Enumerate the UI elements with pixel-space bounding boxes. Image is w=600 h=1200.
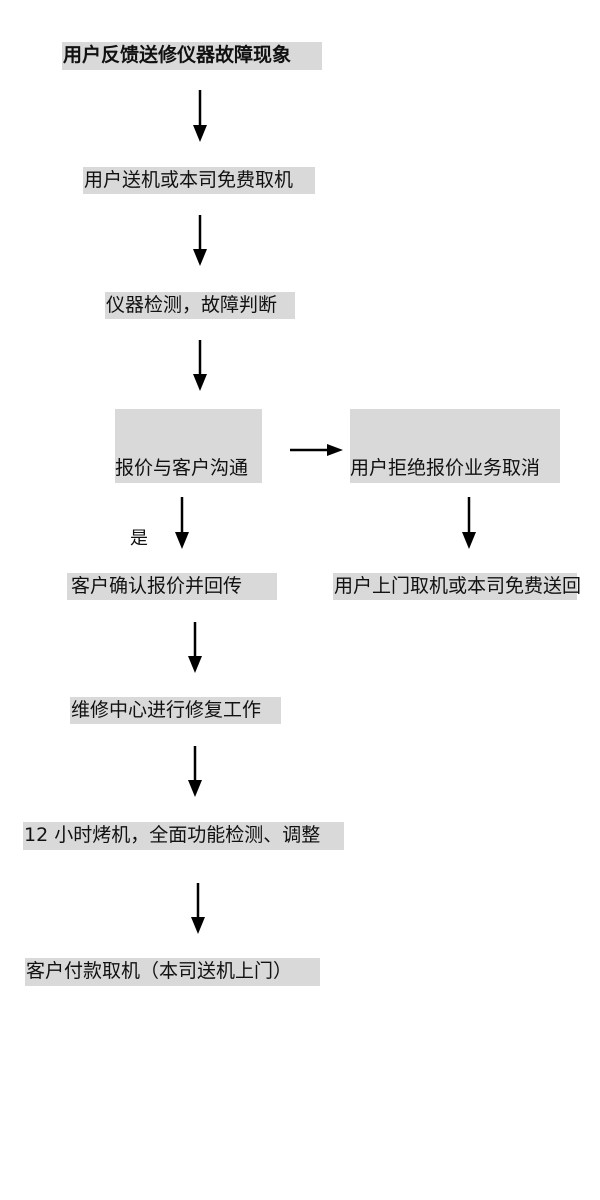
step-customer-confirms: 客户确认报价并回传 xyxy=(67,573,277,600)
step-send-or-pickup: 用户送机或本司免费取机 xyxy=(83,167,315,194)
arrow-repair-to-burn-in xyxy=(188,746,202,797)
step-repair-work: 维修中心进行修复工作 xyxy=(70,697,281,724)
arrow-quote-to-confirm xyxy=(175,497,189,549)
arrow-inspection-to-quote xyxy=(193,340,207,391)
step-user-rejects-text: 用户拒绝报价业务取消 xyxy=(350,457,541,479)
step-return-device: 用户上门取机或本司免费送回 xyxy=(333,573,581,600)
yes-label: 是 xyxy=(130,528,148,549)
arrow-burn-in-to-payment xyxy=(191,883,205,934)
step-inspection: 仪器检测，故障判断 xyxy=(105,292,295,319)
step-user-rejects: 用户拒绝报价业务取消 xyxy=(350,409,560,483)
arrow-feedback-to-send xyxy=(193,90,207,142)
arrow-reject-to-return xyxy=(462,497,476,549)
step-payment-pickup: 客户付款取机（本司送机上门） xyxy=(25,958,320,986)
step-user-feedback: 用户反馈送修仪器故障现象 xyxy=(62,42,322,70)
arrow-quote-to-reject xyxy=(290,444,343,456)
step-burn-in-test: 12 小时烤机，全面功能检测、调整 xyxy=(23,822,344,850)
step-quote-communicate: 报价与客户沟通 xyxy=(115,409,262,483)
arrow-confirm-to-repair xyxy=(188,622,202,673)
arrow-send-to-inspection xyxy=(193,215,207,266)
step-quote-communicate-text: 报价与客户沟通 xyxy=(115,457,249,479)
